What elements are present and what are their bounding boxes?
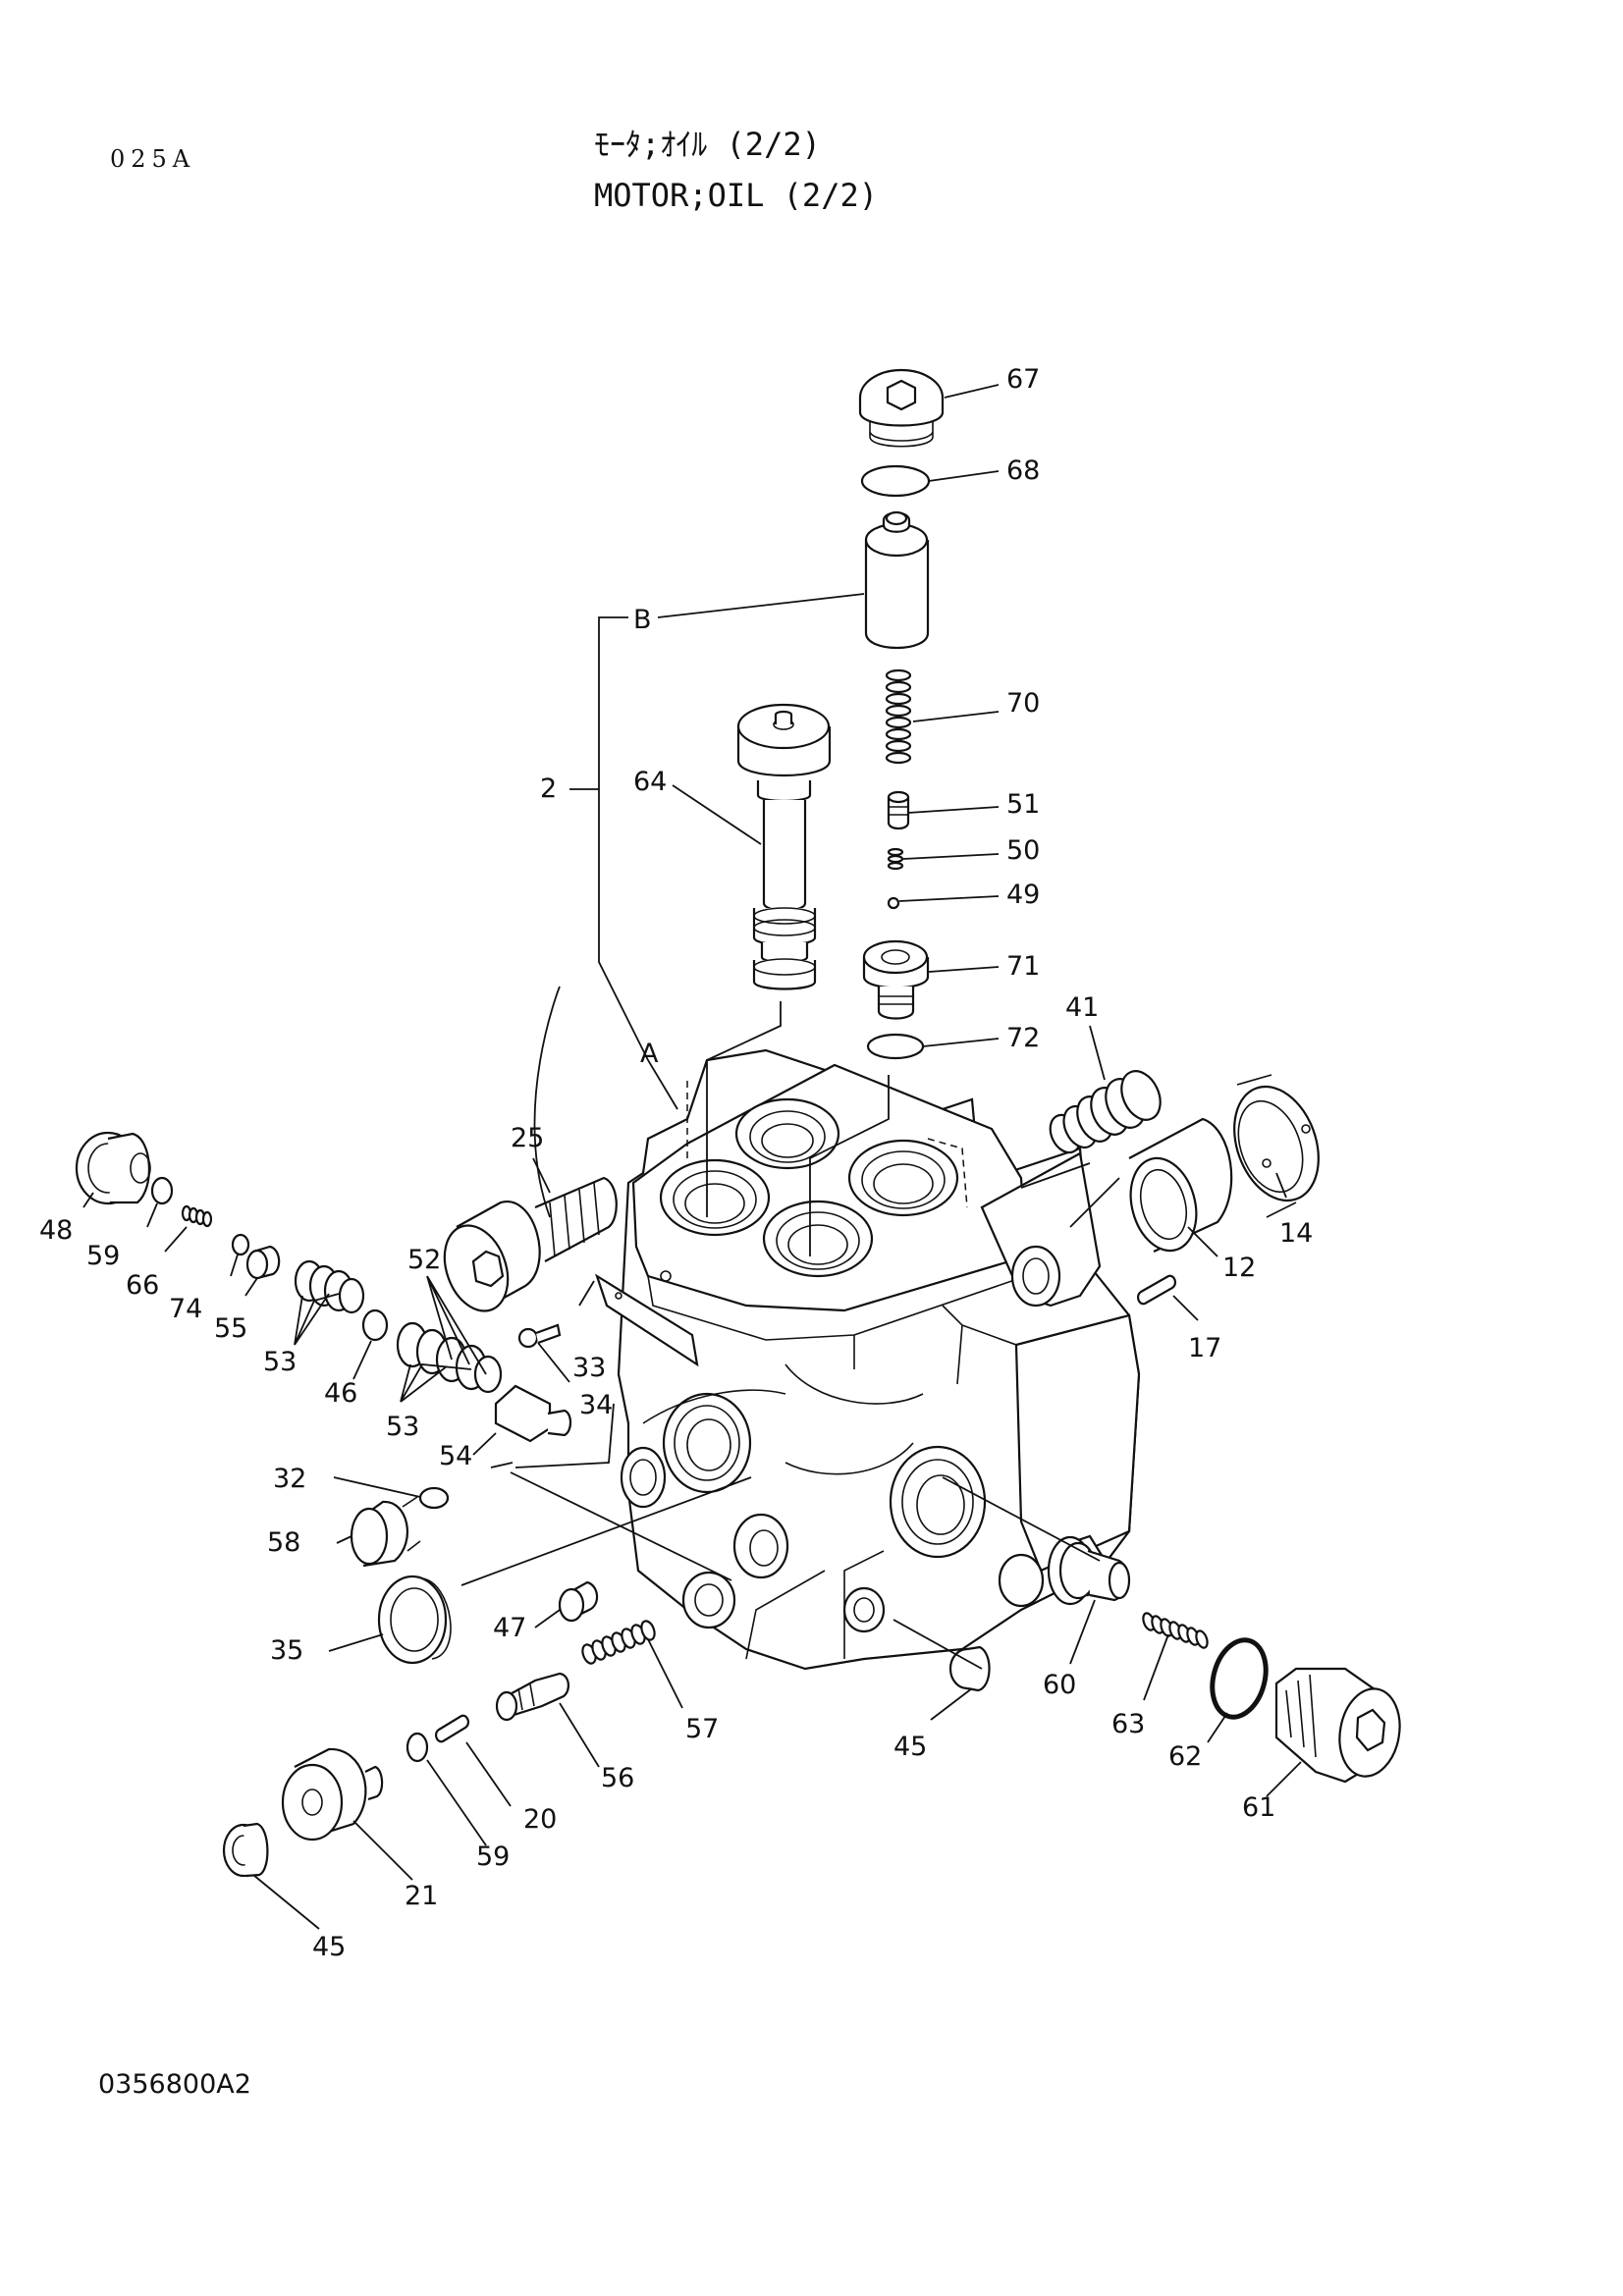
leader-lines xyxy=(82,384,1302,1930)
part-label-54: 54 xyxy=(439,1441,472,1471)
part-label-55: 55 xyxy=(214,1313,247,1344)
part-label-25: 25 xyxy=(511,1123,544,1153)
part-label-63: 63 xyxy=(1111,1709,1145,1739)
part-label-64: 64 xyxy=(633,767,667,797)
part-label-45-mid: 45 xyxy=(893,1732,927,1762)
right-lower-parts xyxy=(948,1534,1401,1784)
part-label-66: 66 xyxy=(126,1270,159,1301)
part-label-68: 68 xyxy=(1006,455,1040,486)
part-label-50: 50 xyxy=(1006,835,1040,866)
part-label-33: 33 xyxy=(572,1353,606,1383)
left-side-parts xyxy=(75,1131,699,1878)
part-label-71: 71 xyxy=(1006,951,1040,982)
part-label-47: 47 xyxy=(493,1613,526,1643)
page-title-english: MOTOR;OIL (2/2) xyxy=(594,177,878,214)
part-label-59-upper: 59 xyxy=(86,1241,120,1271)
part-label-41: 41 xyxy=(1065,992,1099,1023)
group-label-2: 2 xyxy=(540,774,557,804)
part-label-59-lower: 59 xyxy=(476,1842,510,1872)
part-label-35: 35 xyxy=(270,1635,303,1666)
page-code: 025A xyxy=(110,145,196,173)
part-label-58: 58 xyxy=(267,1527,300,1558)
part-label-57: 57 xyxy=(685,1714,719,1744)
group-label-a: A xyxy=(640,1039,659,1069)
part-label-12: 12 xyxy=(1222,1253,1256,1283)
right-upper-parts xyxy=(1049,1070,1320,1306)
part-label-45-lower: 45 xyxy=(312,1932,346,1962)
page-title-japanese: ﾓｰﾀ;ｵｲﾙ (2/2) xyxy=(594,126,821,163)
part-label-62: 62 xyxy=(1168,1741,1202,1772)
drawing-number: 0356800A2 xyxy=(98,2069,251,2100)
part-label-52: 52 xyxy=(407,1245,441,1275)
part-label-60: 60 xyxy=(1043,1670,1076,1700)
group-bracket-lines xyxy=(460,593,1120,1670)
part-label-53-left: 53 xyxy=(263,1347,297,1377)
part-label-49: 49 xyxy=(1006,880,1040,910)
part-label-67: 67 xyxy=(1006,364,1040,395)
part-label-48: 48 xyxy=(39,1215,73,1246)
part-label-20: 20 xyxy=(523,1804,557,1835)
part-label-34: 34 xyxy=(579,1390,613,1420)
valve-body-drawing xyxy=(617,1048,1141,1671)
group-label-b: B xyxy=(633,605,652,635)
part-label-61: 61 xyxy=(1242,1792,1275,1823)
top-stack-parts xyxy=(736,368,945,1060)
part-label-46: 46 xyxy=(324,1378,357,1409)
part-label-72: 72 xyxy=(1006,1023,1040,1053)
part-label-17: 17 xyxy=(1188,1333,1221,1363)
part-label-74: 74 xyxy=(169,1294,202,1324)
part-label-14: 14 xyxy=(1279,1218,1313,1249)
part-label-51: 51 xyxy=(1006,789,1040,820)
part-labels: B A 2 67 68 70 51 50 49 71 72 64 41 14 1… xyxy=(39,364,1313,1962)
part-label-56: 56 xyxy=(601,1763,634,1793)
part-label-21: 21 xyxy=(405,1881,438,1911)
part-label-32: 32 xyxy=(273,1464,306,1494)
part-label-53-right: 53 xyxy=(386,1412,419,1442)
part-label-70: 70 xyxy=(1006,688,1040,719)
